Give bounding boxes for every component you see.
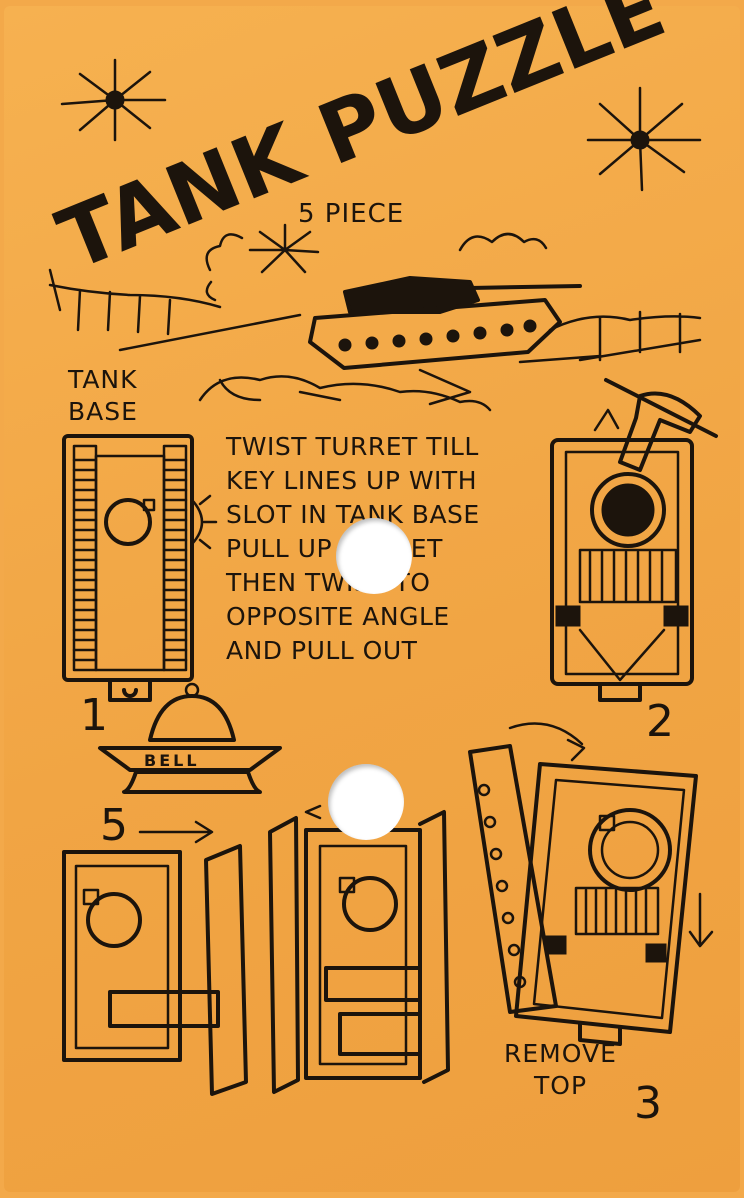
remove-top-label-line2: TOP — [533, 1071, 587, 1100]
arrow-icon — [304, 804, 322, 820]
svg-text:TANK PUZZLE: TANK PUZZLE — [45, 0, 678, 289]
explosion-icon — [60, 58, 167, 142]
explosion-icon — [248, 223, 320, 274]
tank-base-label-line1: TANK — [67, 365, 138, 394]
tank-turret-diagram — [550, 378, 718, 702]
step-number-3: 3 — [634, 1078, 662, 1129]
page-title: TANK PUZZLE — [45, 0, 678, 289]
step-number-5: 5 — [100, 800, 128, 851]
tank-base-diagram — [62, 434, 218, 702]
arrow-icon — [593, 408, 620, 432]
instruction-line: OPPOSITE ANGLE — [226, 602, 450, 631]
smoke-cloud — [458, 232, 548, 252]
arrow-icon — [688, 892, 714, 948]
bell-logo-icon: BELL — [98, 682, 282, 794]
tank-base-label-line2: BASE — [68, 397, 138, 426]
tank-icon — [118, 276, 582, 370]
arrow-icon — [508, 722, 586, 762]
explosion-icon — [586, 86, 702, 192]
punched-hole — [328, 764, 404, 840]
instruction-line: KEY LINES UP WITH — [226, 466, 478, 495]
instruction-line: AND PULL OUT — [226, 636, 418, 665]
barbed-wire — [48, 268, 222, 336]
ground — [198, 354, 602, 412]
barbed-wire — [548, 310, 702, 362]
step-number-2: 2 — [646, 696, 674, 747]
punched-hole — [336, 518, 412, 594]
remove-top-label-line1: REMOVE — [504, 1039, 617, 1068]
gun-blast-line — [118, 313, 302, 352]
subtitle: 5 PIECE — [298, 199, 404, 229]
step-number-1: 1 — [80, 690, 108, 741]
smoke-cloud — [205, 233, 244, 302]
remove-top-diagram — [468, 722, 714, 1046]
bell-logo-text: BELL — [144, 751, 200, 770]
instruction-line: TWIST TURRET TILL — [226, 432, 479, 461]
arrow-icon — [138, 820, 214, 844]
